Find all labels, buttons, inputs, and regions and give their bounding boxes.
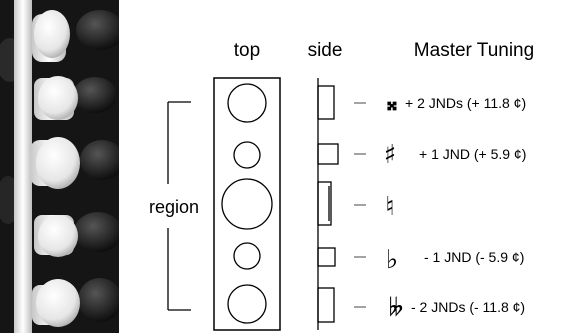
top-view-button-5 [227, 284, 267, 324]
header-side: side [308, 40, 343, 61]
double-sharp-icon: 𝄪 [387, 91, 397, 116]
flat-icon: ♭ [386, 245, 398, 275]
top-view-button-4 [233, 242, 261, 270]
double-flat-icon: 𝄫 [389, 294, 403, 322]
button-strip-photo [0, 0, 119, 333]
top-view-button-3 [221, 178, 273, 230]
leader-lines [354, 102, 366, 308]
top-view-button-1 [227, 83, 267, 123]
tuning-text-sharp: + 1 JND (+ 5.9 ¢) [419, 146, 526, 162]
sharp-icon: ♯ [384, 140, 397, 170]
natural-icon: ♮ [385, 192, 394, 222]
header-master-tuning: Master Tuning [414, 40, 534, 61]
top-view-button-2 [233, 141, 261, 169]
side-view [317, 78, 339, 330]
header-top: top [234, 40, 260, 61]
tuning-text-double-flat: - 2 JNDs (- 11.8 ¢) [411, 299, 525, 315]
region-bracket [167, 101, 191, 311]
tuning-text-double-sharp: + 2 JNDs (+ 11.8 ¢) [405, 95, 526, 111]
top-view-box [213, 77, 281, 331]
tuning-text-flat: - 1 JND (- 5.9 ¢) [424, 249, 524, 265]
region-label: region [149, 197, 199, 217]
